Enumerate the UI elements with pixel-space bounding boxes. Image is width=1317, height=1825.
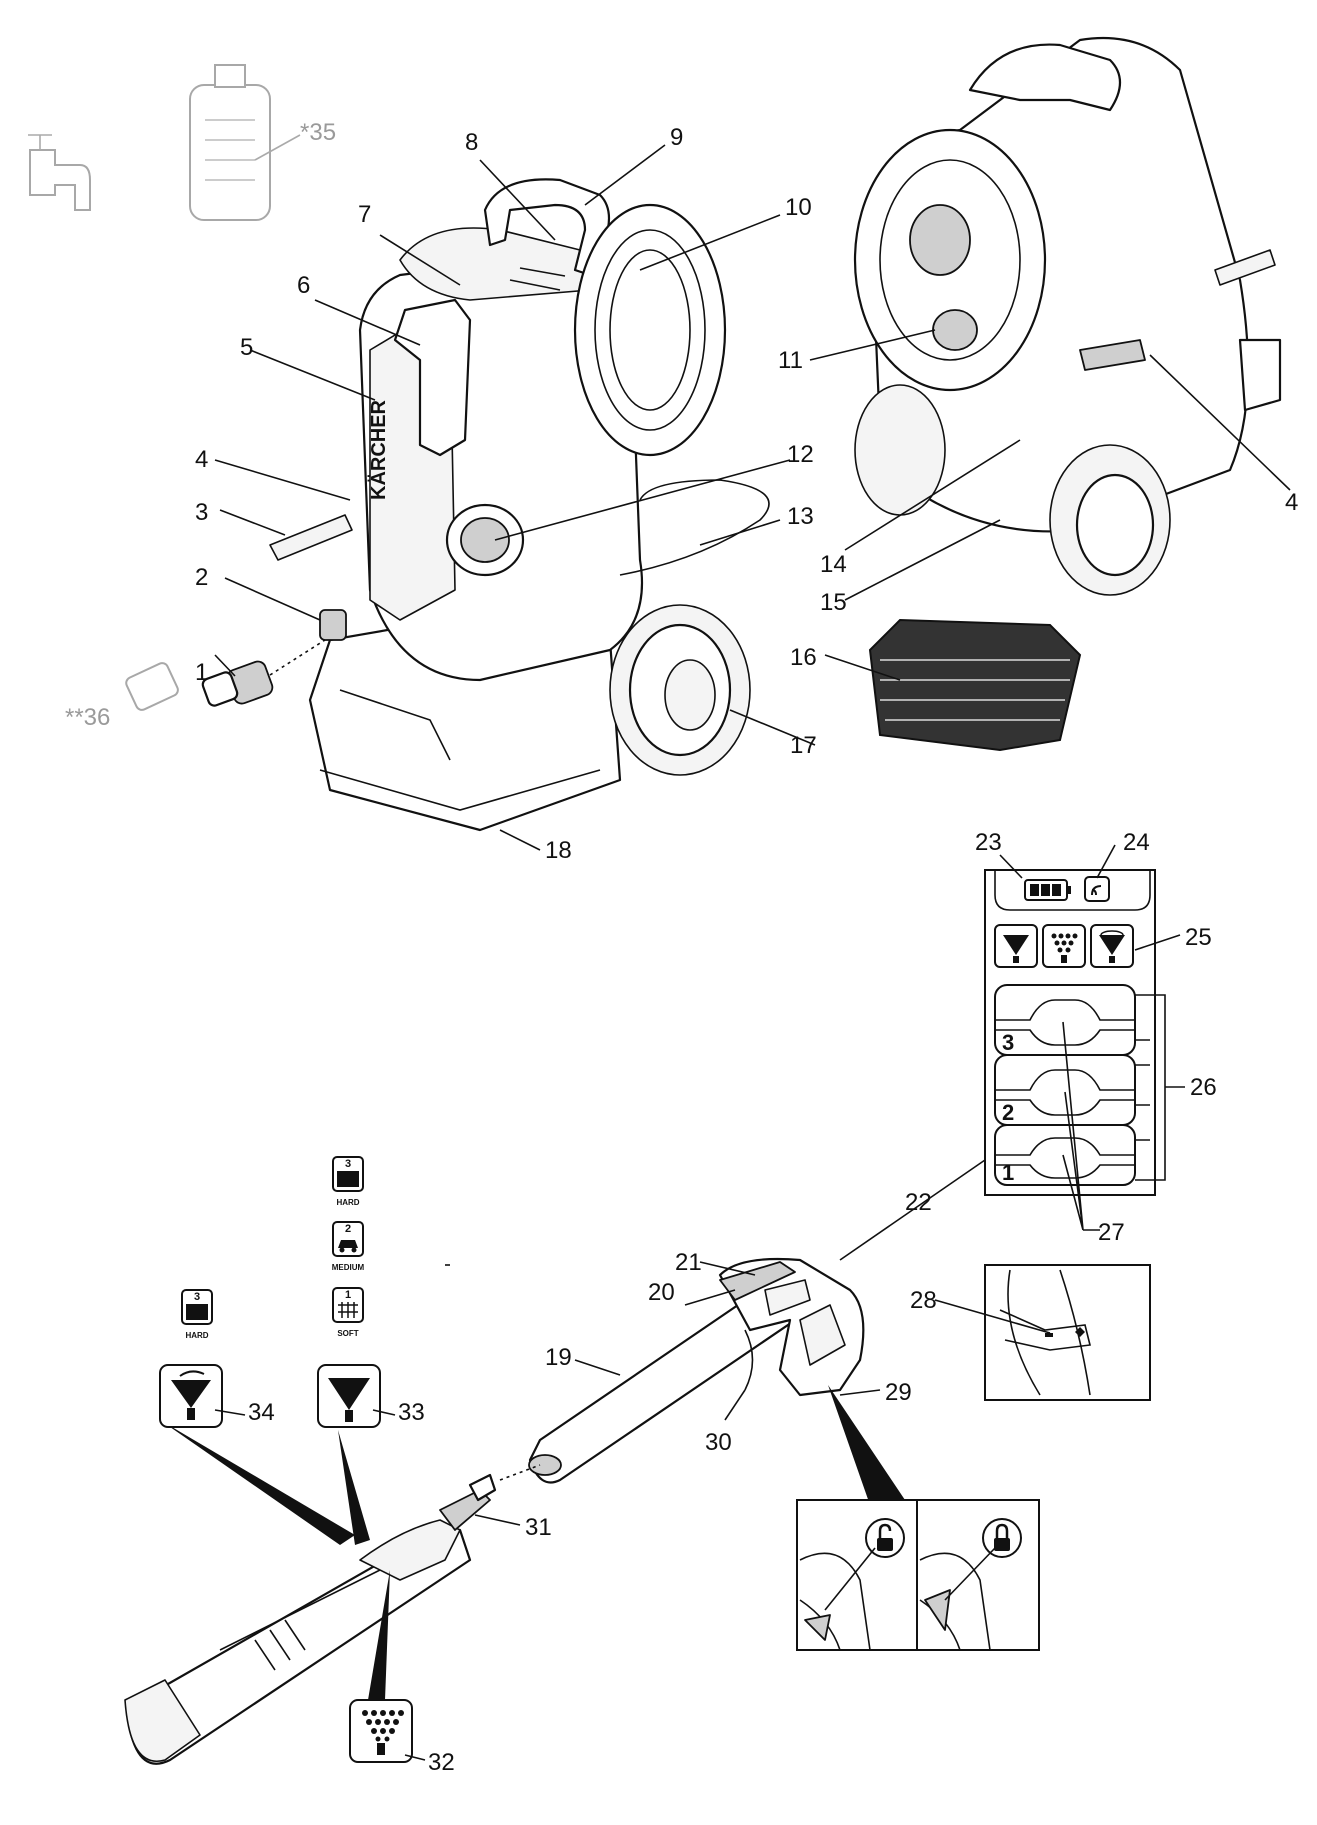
callout-24: 24 bbox=[1123, 829, 1150, 856]
level-3-label: 3 bbox=[1002, 1030, 1014, 1055]
unlock-icon bbox=[865, 1518, 905, 1558]
callout-19: 19 bbox=[545, 1344, 572, 1371]
callout-13: 13 bbox=[787, 503, 814, 530]
medium-level-icon: 2 MEDIUM bbox=[332, 1221, 365, 1272]
battery-icon bbox=[1024, 879, 1071, 901]
svg-text:3: 3 bbox=[194, 1291, 200, 1303]
callout-30: 30 bbox=[705, 1429, 732, 1456]
callout-23: 23 bbox=[975, 829, 1002, 856]
water-tap bbox=[28, 134, 91, 211]
garden-hose bbox=[39, 215, 179, 711]
callout-34: 34 bbox=[248, 1399, 275, 1426]
hard-level-icon-34: 3 HARD bbox=[181, 1289, 213, 1340]
filter-mesh bbox=[868, 618, 1082, 752]
callout-36: **36 bbox=[65, 704, 110, 731]
pressure-washer-rear bbox=[853, 36, 1282, 596]
callout-10: 10 bbox=[785, 194, 812, 221]
callout-7: 7 bbox=[358, 201, 371, 228]
callout-4-rear: 4 bbox=[1285, 489, 1298, 516]
water-inlet-connector bbox=[201, 639, 326, 707]
detergent-bottle bbox=[189, 64, 271, 221]
callout-31: 31 bbox=[525, 1514, 552, 1541]
lock-icon bbox=[982, 1518, 1022, 1558]
pressure-washer-front: KÄRCHER bbox=[269, 178, 770, 832]
callout-6: 6 bbox=[297, 272, 310, 299]
bluetooth-icon bbox=[1084, 876, 1110, 902]
lock-state-insets bbox=[796, 1499, 1040, 1651]
hard-level-icon: 3 HARD bbox=[332, 1156, 364, 1207]
svg-text:HARD: HARD bbox=[185, 1331, 208, 1340]
callout-33: 33 bbox=[398, 1399, 425, 1426]
nozzle-icon-33 bbox=[317, 1364, 381, 1428]
svg-text:1: 1 bbox=[345, 1289, 351, 1301]
pressure-level-buttons: 3 2 1 bbox=[994, 984, 1136, 1186]
soft-level-icon: 1 SOFT bbox=[332, 1287, 364, 1338]
callout-14: 14 bbox=[820, 551, 847, 578]
callout-26: 26 bbox=[1190, 1074, 1217, 1101]
control-panel-inset: 3 2 1 bbox=[984, 869, 1185, 1231]
brand-label: KÄRCHER bbox=[367, 399, 390, 500]
callout-28: 28 bbox=[910, 1287, 937, 1314]
callout-16: 16 bbox=[790, 644, 817, 671]
callout-12: 12 bbox=[787, 441, 814, 468]
callout-1: 1 bbox=[195, 659, 208, 686]
svg-text:3: 3 bbox=[345, 1158, 351, 1170]
callout-3: 3 bbox=[195, 499, 208, 526]
spray-lance bbox=[124, 1464, 541, 1765]
callout-11: 11 bbox=[778, 347, 803, 374]
nozzle-icon-32 bbox=[349, 1699, 413, 1763]
callout-22: 22 bbox=[905, 1189, 932, 1216]
callout-32: 32 bbox=[428, 1749, 455, 1776]
callout-9: 9 bbox=[670, 124, 683, 151]
nozzle-mode-icons bbox=[994, 924, 1134, 968]
svg-text:SOFT: SOFT bbox=[337, 1329, 358, 1338]
callout-lines-top bbox=[214, 144, 1291, 851]
level-2-label: 2 bbox=[1002, 1100, 1014, 1125]
callout-5: 5 bbox=[240, 334, 253, 361]
callout-8: 8 bbox=[465, 129, 478, 156]
callout-4-front: 4 bbox=[195, 446, 208, 473]
callout-21: 21 bbox=[675, 1249, 702, 1276]
spray-gun bbox=[528, 1257, 865, 1484]
callout-27: 27 bbox=[1098, 1219, 1125, 1246]
callout-18: 18 bbox=[545, 837, 572, 864]
level-1-label: 1 bbox=[1002, 1160, 1014, 1185]
nozzle-icon-34 bbox=[159, 1364, 223, 1428]
callout-25: 25 bbox=[1185, 924, 1212, 951]
callout-29: 29 bbox=[885, 1379, 912, 1406]
callout-2: 2 bbox=[195, 564, 208, 591]
callout-20: 20 bbox=[648, 1279, 675, 1306]
callout-15: 15 bbox=[820, 589, 847, 616]
callout-17: 17 bbox=[790, 732, 817, 759]
svg-text:HARD: HARD bbox=[336, 1198, 359, 1207]
svg-text:2: 2 bbox=[345, 1223, 351, 1235]
trigger-detail-inset bbox=[984, 1264, 1151, 1401]
callout-35: *35 bbox=[300, 119, 336, 146]
svg-text:MEDIUM: MEDIUM bbox=[332, 1263, 365, 1272]
